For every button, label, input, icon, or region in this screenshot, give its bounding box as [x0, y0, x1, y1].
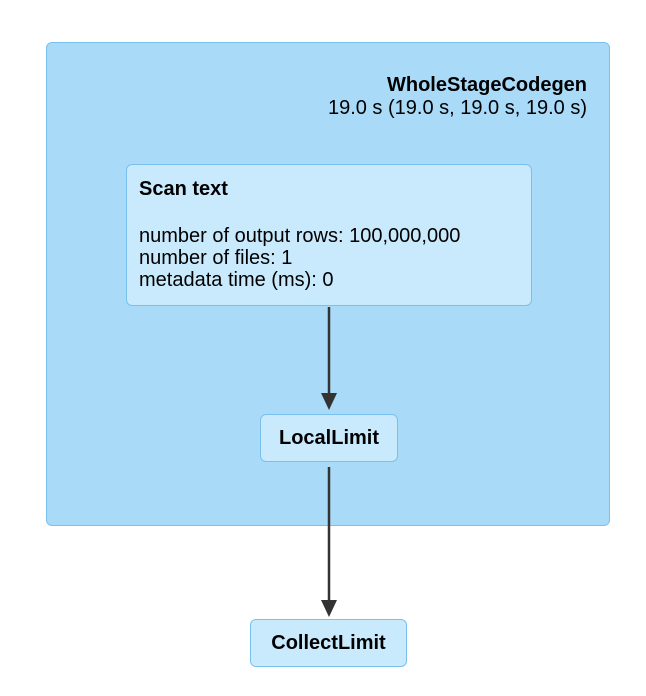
local-limit-title: LocalLimit: [278, 426, 379, 449]
metric-metadata-time: metadata time (ms): 0: [139, 269, 334, 291]
cluster-title: WholeStageCodegen: [386, 74, 587, 96]
collect-limit-node[interactable]: CollectLimit: [250, 619, 407, 667]
scan-text-node[interactable]: Scan text number of output rows: 100,000…: [126, 164, 532, 306]
metric-output-rows: number of output rows: 100,000,000: [139, 225, 461, 247]
metric-number-of-files: number of files: 1: [139, 247, 293, 269]
cluster-metric: 19.0 s (19.0 s, 19.0 s, 19.0 s): [327, 97, 587, 119]
scan-text-metrics: number of output rows: 100,000,000 numbe…: [139, 225, 531, 291]
arrow-head-icon: [321, 600, 337, 617]
local-limit-node[interactable]: LocalLimit: [260, 414, 398, 462]
collect-limit-title: CollectLimit: [271, 631, 386, 654]
scan-text-title: Scan text: [139, 178, 228, 200]
